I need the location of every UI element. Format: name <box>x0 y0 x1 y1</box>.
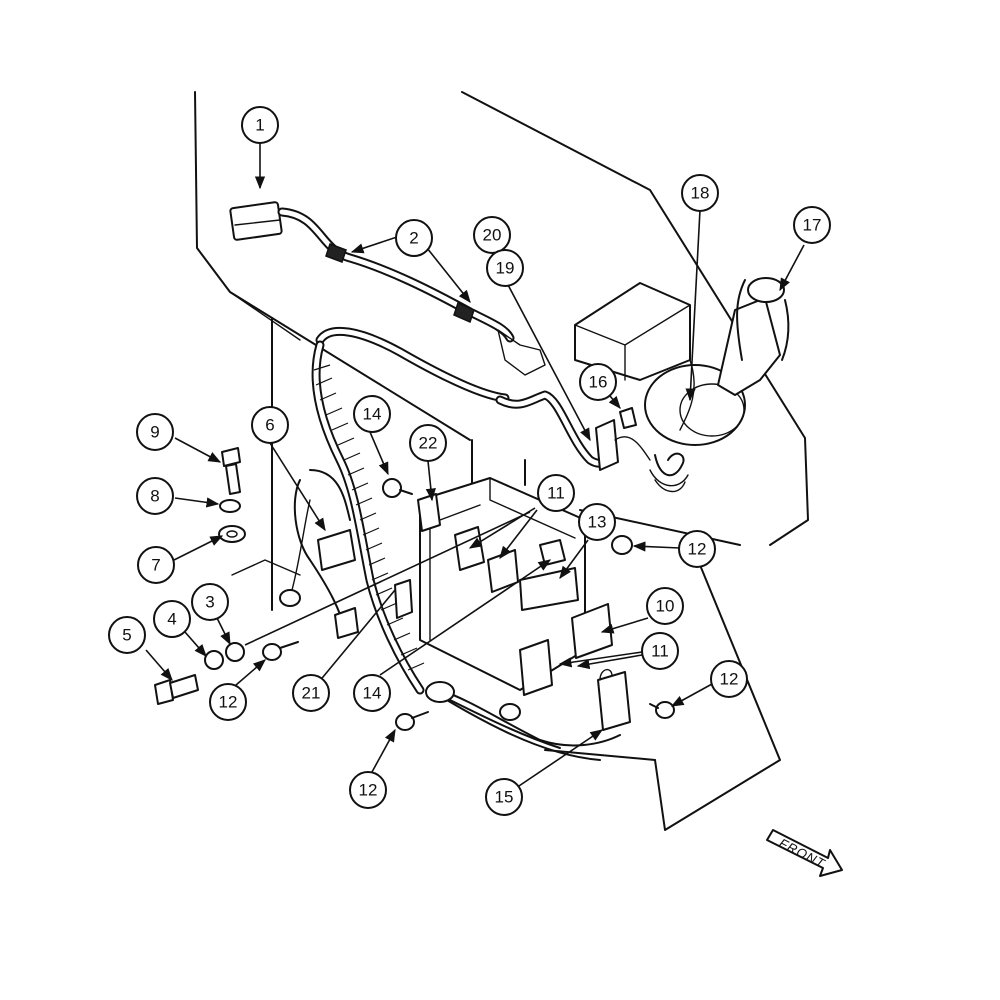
callout-12-left: 12 <box>209 683 247 721</box>
callout-12-right-lower: 12 <box>710 660 748 698</box>
callout-11-lower: 11 <box>641 632 679 670</box>
svg-text:FRONT: FRONT <box>777 835 828 871</box>
callout-13: 13 <box>578 503 616 541</box>
svg-text:8: 8 <box>150 487 159 506</box>
callout-20: 20 <box>473 216 511 254</box>
callout-19: 19 <box>486 249 524 287</box>
callout-5: 5 <box>108 616 146 654</box>
callout-21: 21 <box>292 674 330 712</box>
leader-lines <box>145 143 805 791</box>
callout-14-lower: 14 <box>353 674 391 712</box>
svg-text:14: 14 <box>363 684 382 703</box>
callout-12-bottom: 12 <box>349 771 387 809</box>
svg-text:3: 3 <box>205 593 214 612</box>
front-arrow: FRONT <box>766 829 843 877</box>
svg-text:6: 6 <box>265 416 274 435</box>
svg-text:9: 9 <box>150 423 159 442</box>
callout-7: 7 <box>137 546 175 584</box>
callout-8: 8 <box>136 477 174 515</box>
callout-9: 9 <box>136 413 174 451</box>
svg-text:10: 10 <box>656 597 675 616</box>
svg-text:4: 4 <box>167 610 176 629</box>
svg-text:11: 11 <box>547 484 565 503</box>
hardware <box>154 447 675 731</box>
callout-18: 18 <box>681 174 719 212</box>
svg-text:1: 1 <box>255 116 264 135</box>
callout-3: 3 <box>191 583 229 621</box>
callout-17: 17 <box>793 206 831 244</box>
wrapped-harness <box>279 340 425 695</box>
callout-1: 1 <box>241 106 279 144</box>
svg-text:12: 12 <box>359 781 378 800</box>
svg-text:12: 12 <box>219 693 238 712</box>
svg-text:15: 15 <box>495 788 514 807</box>
svg-text:5: 5 <box>122 626 131 645</box>
svg-text:11: 11 <box>651 642 669 661</box>
svg-text:12: 12 <box>688 540 707 559</box>
callout-4: 4 <box>153 600 191 638</box>
svg-text:12: 12 <box>720 670 739 689</box>
callout-14-upper: 14 <box>353 395 391 433</box>
svg-text:14: 14 <box>363 405 382 424</box>
svg-text:7: 7 <box>151 556 160 575</box>
callout-10: 10 <box>646 587 684 625</box>
svg-text:22: 22 <box>419 434 438 453</box>
callout-2: 2 <box>395 219 433 257</box>
svg-text:18: 18 <box>691 184 710 203</box>
svg-text:20: 20 <box>483 226 502 245</box>
callout-12-right-upper: 12 <box>678 530 716 568</box>
callout-6: 6 <box>251 406 289 444</box>
callout-16: 16 <box>579 363 617 401</box>
svg-text:16: 16 <box>589 373 608 392</box>
callout-15: 15 <box>485 778 523 816</box>
svg-text:2: 2 <box>409 229 418 248</box>
callout-11-upper: 11 <box>537 474 575 512</box>
callout-22: 22 <box>409 424 447 462</box>
upper-harness <box>229 201 651 471</box>
svg-text:13: 13 <box>588 513 607 532</box>
svg-text:19: 19 <box>496 259 515 278</box>
svg-text:17: 17 <box>803 216 822 235</box>
svg-text:21: 21 <box>302 684 321 703</box>
